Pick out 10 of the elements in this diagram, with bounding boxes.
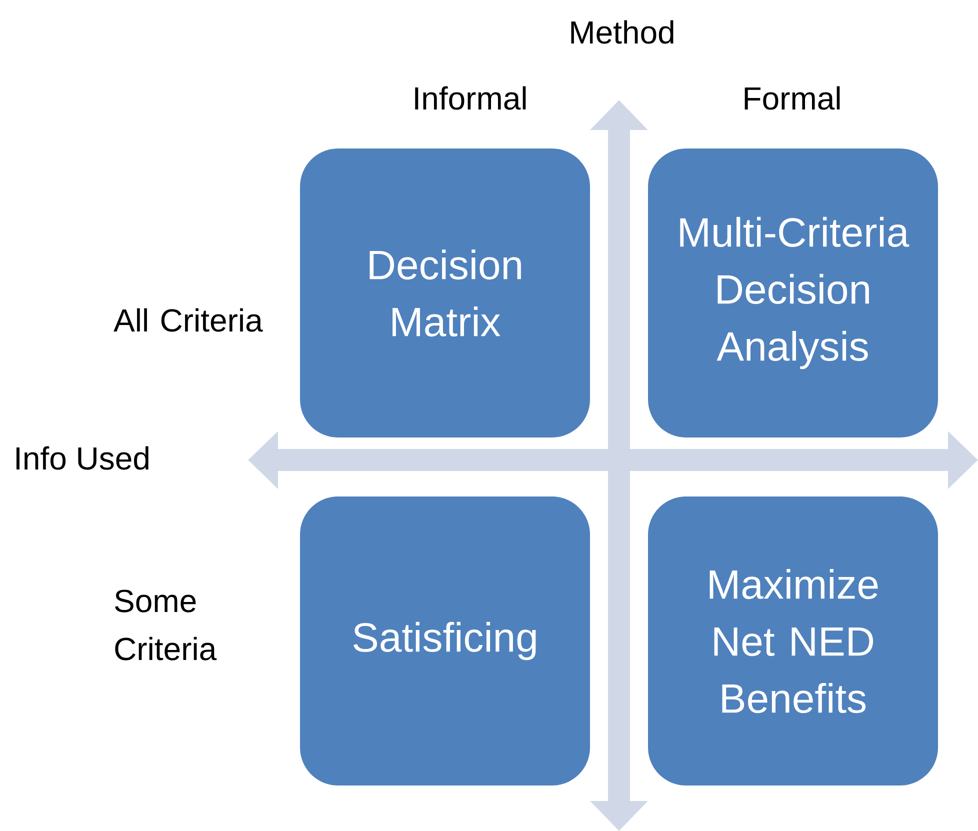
axis-label: Info Used <box>16 446 148 470</box>
axis-label: All Criteria <box>114 308 263 332</box>
method-box: Decision Matrix <box>300 148 590 438</box>
method-box: Satisficing <box>300 496 590 786</box>
axis-label: Method <box>571 20 674 44</box>
axis-label: Formal <box>744 86 840 110</box>
method-box: Maximize Net NED Benefits <box>648 496 938 786</box>
method-box: Multi-Criteria Decision Analysis <box>648 148 938 438</box>
axis-label: Informal <box>415 86 526 110</box>
axis-label: Some Criteria <box>115 590 217 660</box>
